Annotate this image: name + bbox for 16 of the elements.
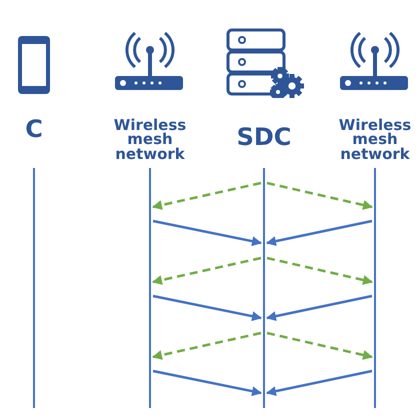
- dashed-arrow: [152, 256, 262, 285]
- participant-label: C: [24, 118, 44, 141]
- participant-label: Wireless mesh network: [112, 118, 188, 161]
- dashed-arrow: [152, 332, 262, 360]
- participant-label: Wireless mesh network: [338, 118, 412, 161]
- dashed-arrow: [266, 332, 373, 360]
- arrow: [266, 294, 372, 322]
- arrow: [152, 370, 262, 396]
- dashed-arrow: [266, 256, 373, 285]
- arrow: [266, 370, 372, 396]
- arrow: [266, 220, 372, 246]
- dashed-arrow: [266, 182, 373, 210]
- arrow: [152, 294, 262, 322]
- participant-label: SDC: [236, 126, 292, 149]
- arrow: [152, 220, 262, 246]
- dashed-arrow: [152, 182, 262, 210]
